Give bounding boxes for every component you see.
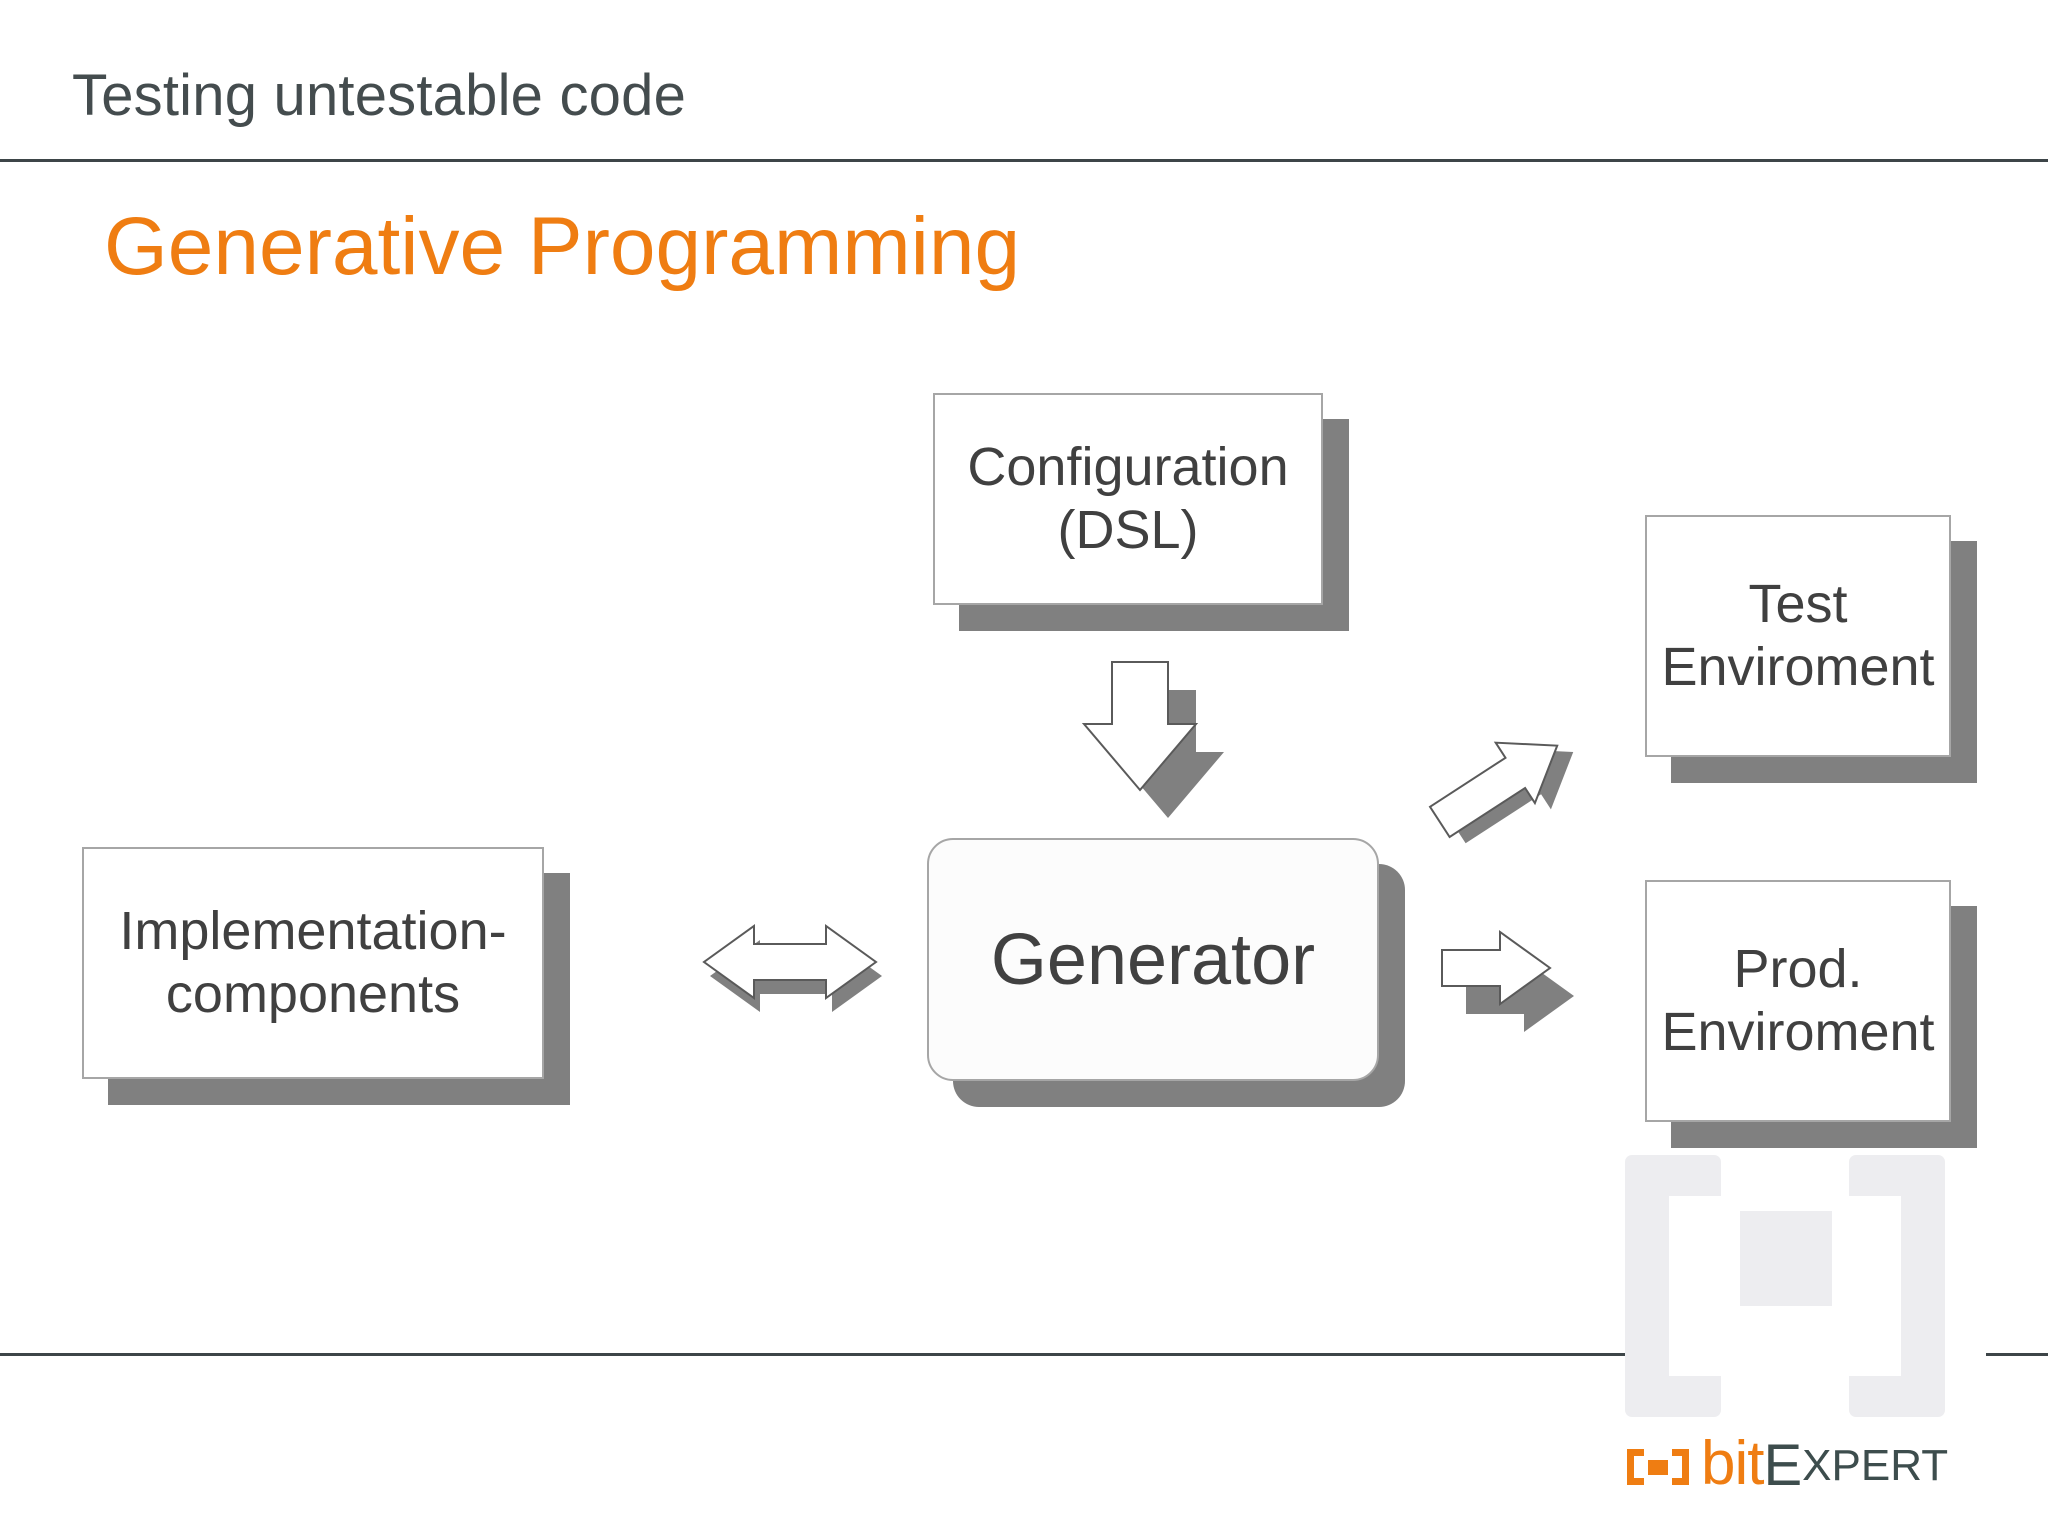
footer-divider-left (0, 1353, 1628, 1356)
diagram-box-prod-environment: Prod. Enviroment (1645, 880, 1977, 1148)
arrow-bidirectional-icon (702, 922, 886, 1022)
logo-text-bit: bit (1701, 1429, 1764, 1498)
bitexpert-logo: bit E XPERT (1627, 1432, 1948, 1502)
box-face: Prod. Enviroment (1645, 880, 1951, 1122)
bracket-center-dot (1648, 1460, 1668, 1475)
box-label-line1: Prod. (1733, 939, 1863, 1000)
box-face: Configuration (DSL) (933, 393, 1323, 605)
box-label: Test Enviroment (1661, 573, 1934, 698)
box-label-line1: Test (1748, 574, 1848, 635)
box-face: Implementation- components (82, 847, 544, 1079)
diagram-box-generator: Generator (927, 838, 1405, 1107)
box-label-line1: Implementation- (119, 901, 507, 962)
arrow-up-right-icon (1428, 700, 1588, 850)
box-label-line2: Enviroment (1661, 637, 1935, 697)
box-label-line1: Configuration (967, 437, 1289, 498)
slide-header-title: Testing untestable code (72, 63, 687, 128)
page-title: Generative Programming (104, 201, 1021, 292)
watermark-notch-left (1669, 1196, 1721, 1376)
box-label: Implementation- components (119, 900, 506, 1025)
box-face: Generator (927, 838, 1379, 1081)
diagram-box-configuration: Configuration (DSL) (933, 393, 1349, 631)
diagram-box-test-environment: Test Enviroment (1645, 515, 1977, 783)
box-label-line2: components (165, 964, 461, 1024)
box-label-line2: (DSL) (1057, 500, 1199, 560)
bitexpert-bracket-icon (1627, 1449, 1689, 1485)
box-label: Configuration (DSL) (967, 436, 1288, 561)
arrow-down-icon (1081, 660, 1254, 820)
logo-text-e: E (1763, 1433, 1803, 1498)
bitexpert-watermark-icon (1625, 1155, 1945, 1417)
watermark-notch-right (1849, 1196, 1901, 1376)
box-label: Prod. Enviroment (1661, 938, 1934, 1063)
box-face: Test Enviroment (1645, 515, 1951, 757)
watermark-center-square (1740, 1211, 1832, 1306)
box-label: Generator (990, 919, 1316, 1000)
diagram-box-implementation-components: Implementation- components (82, 847, 570, 1105)
logo-text-xpert: XPERT (1802, 1441, 1949, 1490)
box-label-line2: Enviroment (1661, 1002, 1935, 1062)
arrow-right-icon (1440, 928, 1580, 1032)
bracket-left (1627, 1449, 1644, 1485)
footer-divider-right (1986, 1353, 2048, 1356)
bracket-right (1672, 1449, 1689, 1485)
header-divider (0, 159, 2048, 162)
